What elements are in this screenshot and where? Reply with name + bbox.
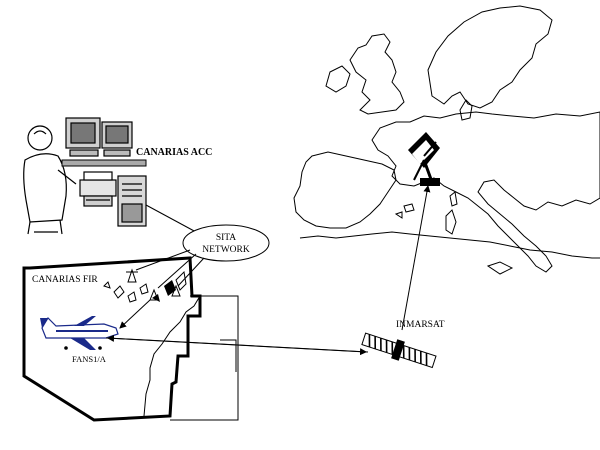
controller-person-icon	[23, 125, 77, 235]
north-africa-coast	[299, 231, 600, 259]
corsica-outline	[449, 191, 458, 207]
printer-icon	[79, 171, 117, 207]
radio-tower-icon	[126, 268, 181, 301]
satellite-aircraft-link	[107, 334, 369, 353]
ireland-outline	[325, 65, 351, 93]
sardinia-outline	[445, 209, 457, 235]
scandinavia-outline	[427, 5, 553, 109]
sita-fir-link-2	[157, 253, 197, 289]
iberia-outline	[293, 151, 397, 229]
sita-fir-link-1	[135, 249, 191, 271]
europe-map	[293, 5, 600, 275]
radio-aircraft-link	[119, 299, 151, 329]
canarias-acc-workstation	[23, 117, 147, 235]
satellite-icon	[361, 332, 437, 369]
sicily-outline	[486, 261, 514, 275]
inmarsat-label: INMARSAT	[396, 320, 445, 330]
denmark-outline	[459, 99, 473, 121]
monitor-icon	[65, 117, 133, 157]
computer-tower-icon	[117, 175, 147, 227]
acc-sita-link	[145, 204, 197, 233]
canarias-fir-label: CANARIAS FIR	[32, 275, 98, 285]
sita-fir-link-3	[177, 257, 205, 287]
fans-label: FANS1/A	[72, 354, 107, 364]
airplane-icon	[40, 316, 119, 350]
satellite-dish-link	[401, 185, 431, 331]
continent-outline	[371, 111, 600, 273]
balearic-outline	[394, 203, 415, 219]
britain-outline	[349, 33, 405, 115]
sita-network-node: SITA NETWORK	[182, 224, 270, 262]
canarias-acc-label: CANARIAS ACC	[136, 147, 212, 158]
desk	[61, 159, 147, 167]
satellite-dish-icon	[408, 132, 440, 186]
network-label: NETWORK	[202, 245, 250, 255]
sita-label: SITA	[216, 233, 236, 243]
canarias-fir-region	[22, 256, 239, 422]
